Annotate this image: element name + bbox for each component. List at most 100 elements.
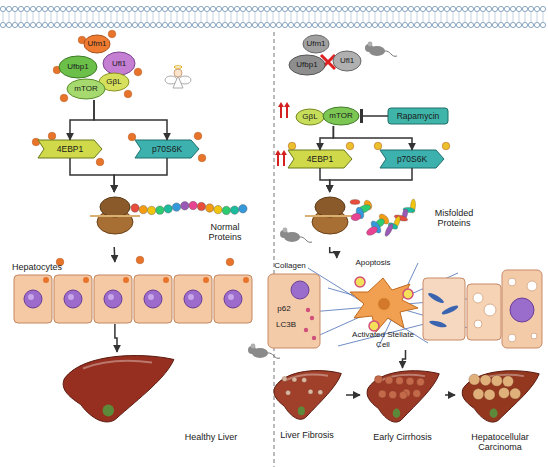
apoptotic-body	[403, 289, 413, 299]
mtor-protein: mTOR	[66, 78, 106, 100]
flow-arrow	[330, 247, 337, 258]
lipid-tail	[483, 12, 484, 22]
lipid-head	[66, 22, 71, 27]
lipid-head	[522, 22, 527, 27]
liver-nodule	[399, 391, 407, 399]
lipid-head	[204, 6, 209, 11]
increase-arrow	[280, 106, 282, 118]
lipid-head	[456, 22, 461, 27]
lipid-tail	[465, 12, 466, 22]
lipid-tail	[285, 12, 286, 22]
lipid-head	[138, 22, 143, 27]
lipid-head	[480, 22, 485, 27]
protein-blob	[323, 107, 359, 125]
liver-lobe	[63, 356, 174, 422]
mrna-strand	[90, 215, 140, 217]
lipid-head	[90, 22, 95, 27]
lipid-head	[360, 22, 365, 27]
lipid-tail	[507, 12, 508, 22]
lipid-head	[468, 6, 473, 11]
lipid-head	[348, 6, 353, 11]
lipid-tail	[435, 12, 436, 22]
lipid-head	[36, 6, 41, 11]
liver-nodule	[385, 376, 393, 384]
lipid-tail	[429, 12, 430, 22]
protein-blob	[103, 52, 135, 75]
lipid-tail	[393, 12, 394, 22]
phosphate-dot	[136, 256, 144, 264]
cell-nucleus	[64, 290, 82, 308]
lipid-head	[522, 6, 527, 11]
ufbp1-protein: Ufbp1	[58, 55, 98, 79]
liver-lobe	[367, 371, 439, 422]
lipid-head	[264, 6, 269, 11]
autophagy-cell	[268, 274, 320, 348]
lipid-head	[354, 22, 359, 27]
lipid-head	[120, 22, 125, 27]
lipid-head	[180, 22, 185, 27]
amino-bead	[239, 205, 247, 213]
lipid-head	[132, 6, 137, 11]
lipid-head	[72, 6, 77, 11]
ribosome-large	[315, 197, 345, 217]
lipid-vacuole	[527, 281, 537, 291]
lipid-tail	[471, 12, 472, 22]
lipid-tail	[363, 12, 364, 22]
node-label: Ufm1	[83, 39, 111, 49]
increase-arrow	[277, 154, 279, 166]
lipid-head	[192, 22, 197, 27]
lipid-head	[78, 22, 83, 27]
apoptotic-body	[355, 277, 365, 287]
lipid-tail	[39, 12, 40, 22]
lipid-vacuole	[508, 334, 516, 342]
lipid-head	[438, 22, 443, 27]
drug-box: Rapamycin	[388, 108, 448, 124]
lipid-head	[540, 22, 545, 27]
lipid-tail	[213, 12, 214, 22]
gallbladder	[393, 409, 401, 418]
lipid-tail	[255, 12, 256, 22]
lipid-head	[276, 6, 281, 11]
liver-nodule	[503, 376, 514, 387]
flow-arrow	[114, 158, 167, 192]
lipid-tail	[249, 12, 250, 22]
lipid-head	[270, 6, 275, 11]
liver-highlight	[83, 361, 152, 369]
lipid-tail	[399, 12, 400, 22]
lipid-tail	[99, 12, 100, 22]
lipid-head	[90, 6, 95, 11]
liver-lobe	[462, 371, 539, 422]
lipid-head	[162, 6, 167, 11]
liver-organ	[367, 371, 439, 422]
increase-arrowhead	[284, 102, 290, 107]
lipid-head	[72, 22, 77, 27]
lipid-tail	[141, 12, 142, 22]
amino-bead	[131, 204, 139, 212]
node-label: Normal Proteins	[195, 222, 255, 242]
node-label: Ufbp1	[288, 60, 326, 70]
lipid-head	[270, 22, 275, 27]
lipid-head	[474, 22, 479, 27]
liver-nodule	[292, 377, 297, 382]
lipid-head	[366, 6, 371, 11]
increase-arrowhead	[278, 102, 284, 107]
substrate-tag: 4EBP1	[288, 150, 352, 168]
lipid-tail	[225, 12, 226, 22]
lipid-head	[0, 22, 5, 27]
lipid-tail	[543, 12, 544, 22]
liver-nodule	[396, 377, 404, 385]
liver-stage: Healthy Liver	[60, 352, 250, 447]
hepatocyte-cell	[174, 275, 212, 323]
lipid-head	[384, 22, 389, 27]
node-label: Misfolded Proteins	[423, 208, 485, 228]
lipid-head	[306, 6, 311, 11]
node-label: Ufbp1	[58, 62, 98, 72]
hepatocyte-cell	[14, 275, 52, 323]
lipid-head	[348, 22, 353, 27]
liver-nodule	[308, 389, 313, 394]
lipid-head	[408, 22, 413, 27]
node-label: mTOR	[66, 84, 106, 94]
nucleolus	[108, 294, 114, 300]
lipid-tail	[243, 12, 244, 22]
phosphate-dot	[96, 158, 104, 166]
